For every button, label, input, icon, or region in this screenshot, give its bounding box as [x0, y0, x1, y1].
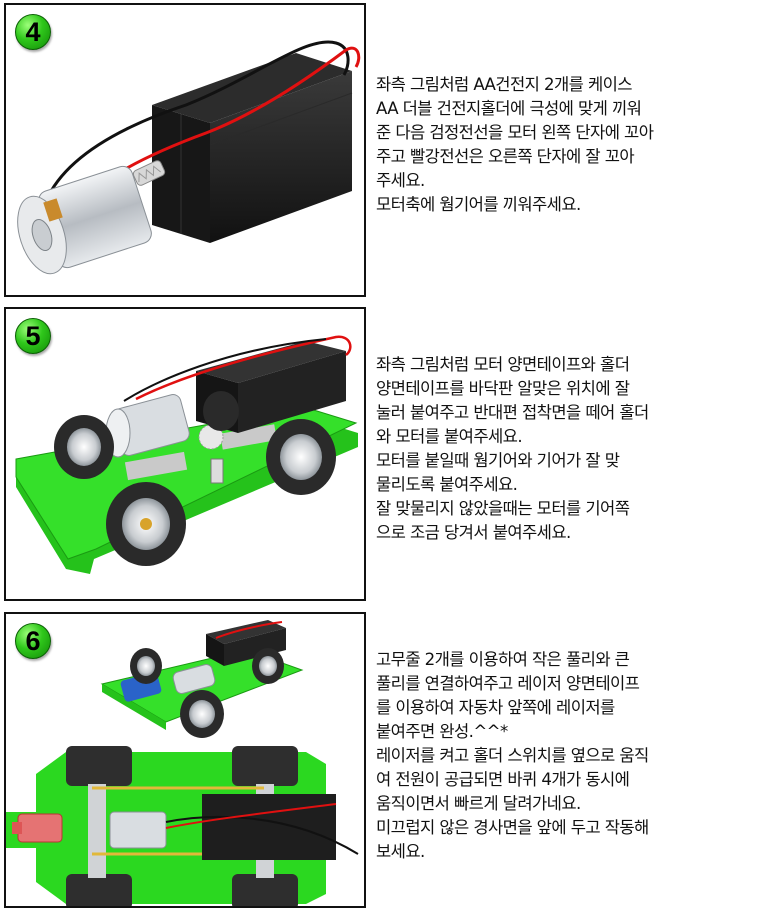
chassis-assembly-illustration	[15, 335, 358, 574]
step-number-badge: 4	[15, 14, 51, 50]
worm-gear	[132, 160, 166, 186]
step-4-line: 좌측 그림처럼 AA건전지 2개를 케이스	[376, 75, 633, 94]
step-6-line: 보세요.	[376, 842, 425, 861]
step-5-illustration-panel: 5	[4, 307, 366, 601]
step-5-line: 모터를 붙일때 웜기어와 기어가 잘 맞	[376, 451, 620, 470]
dc-motor	[17, 165, 152, 275]
red-wire	[135, 335, 352, 401]
black-wire	[44, 40, 350, 202]
step-5-line: 양면테이프를 바닥판 알맞은 위치에 잘	[376, 379, 630, 398]
step-4-line: 준 다음 검정전선을 모터 왼쪽 단자에 꼬아	[376, 123, 654, 142]
step-5-line: 와 모터를 붙여주세요.	[376, 427, 523, 446]
battery-holder	[152, 53, 353, 243]
step-6-line: 움직이면서 빠르게 달려가네요.	[376, 794, 581, 813]
step-4-description: 좌측 그림처럼 AA건전지 2개를 케이스 AA 더블 건전지홀더에 극성에 맞…	[376, 73, 756, 217]
step-6-line: 레이저를 켜고 홀더 스위치를 옆으로 움직	[376, 746, 649, 765]
step-6-description: 고무줄 2개를 이용하여 작은 풀리와 큰 풀리를 연결하여주고 레이저 양면테…	[376, 648, 756, 864]
finished-car-illustration	[6, 620, 359, 906]
wheel-rear-left	[54, 415, 114, 479]
step-6-line: 붙여주면 완성.^^*	[376, 722, 508, 741]
step-5: 5	[4, 307, 757, 601]
step-5-line: 눌러 붙여주고 반대편 접착면을 떼어 홀더	[376, 403, 649, 422]
step-5-line: 좌측 그림처럼 모터 양면테이프와 홀더	[376, 355, 630, 374]
step-6-line: 풀리를 연결하여주고 레이저 양면테이프	[376, 674, 640, 693]
step-6: 6	[4, 612, 757, 908]
step-number-badge: 6	[15, 623, 51, 659]
step-6-line: 를 이용하여 자동차 앞쪽에 레이저를	[376, 698, 615, 717]
step-5-line: 잘 맞물리지 않았을때는 모터를 기어쪽	[376, 499, 630, 518]
step-5-description: 좌측 그림처럼 모터 양면테이프와 홀더 양면테이프를 바닥판 알맞은 위치에 …	[376, 353, 756, 545]
step-4-line: 모터축에 웜기어를 끼워주세요.	[376, 195, 581, 214]
car-isometric-view	[100, 620, 304, 738]
step-5-line: 으로 조금 당겨서 붙여주세요.	[376, 523, 571, 542]
step-4-line: 주고 빨강전선은 오른쪽 단자에 잘 꼬아	[376, 147, 635, 166]
step-6-illustration-panel: 6	[4, 612, 366, 908]
step-6-line: 여 전원이 공급되면 바퀴 4개가 동시에	[376, 770, 630, 789]
step-6-line: 미끄럽지 않은 경사면을 앞에 두고 작동해	[376, 818, 649, 837]
step-4-illustration-panel: 4	[4, 3, 366, 297]
step-4-line: 주세요.	[376, 171, 425, 190]
laser-module	[17, 813, 63, 843]
step-4: 4	[4, 3, 757, 297]
motor-battery-holder-illustration	[17, 40, 361, 275]
black-wire	[123, 338, 327, 402]
wheel-front-right	[266, 419, 336, 495]
car-top-view	[6, 746, 359, 906]
step-5-line: 물리도록 붙여주세요.	[376, 475, 518, 494]
step-6-line: 고무줄 2개를 이용하여 작은 풀리와 큰	[376, 650, 630, 669]
step-4-line: AA 더블 건전지홀더에 극성에 맞게 끼워	[376, 99, 642, 118]
wheel-rear-right	[203, 391, 239, 431]
wheel-front-left	[106, 482, 186, 566]
step-number-badge: 5	[15, 318, 51, 354]
